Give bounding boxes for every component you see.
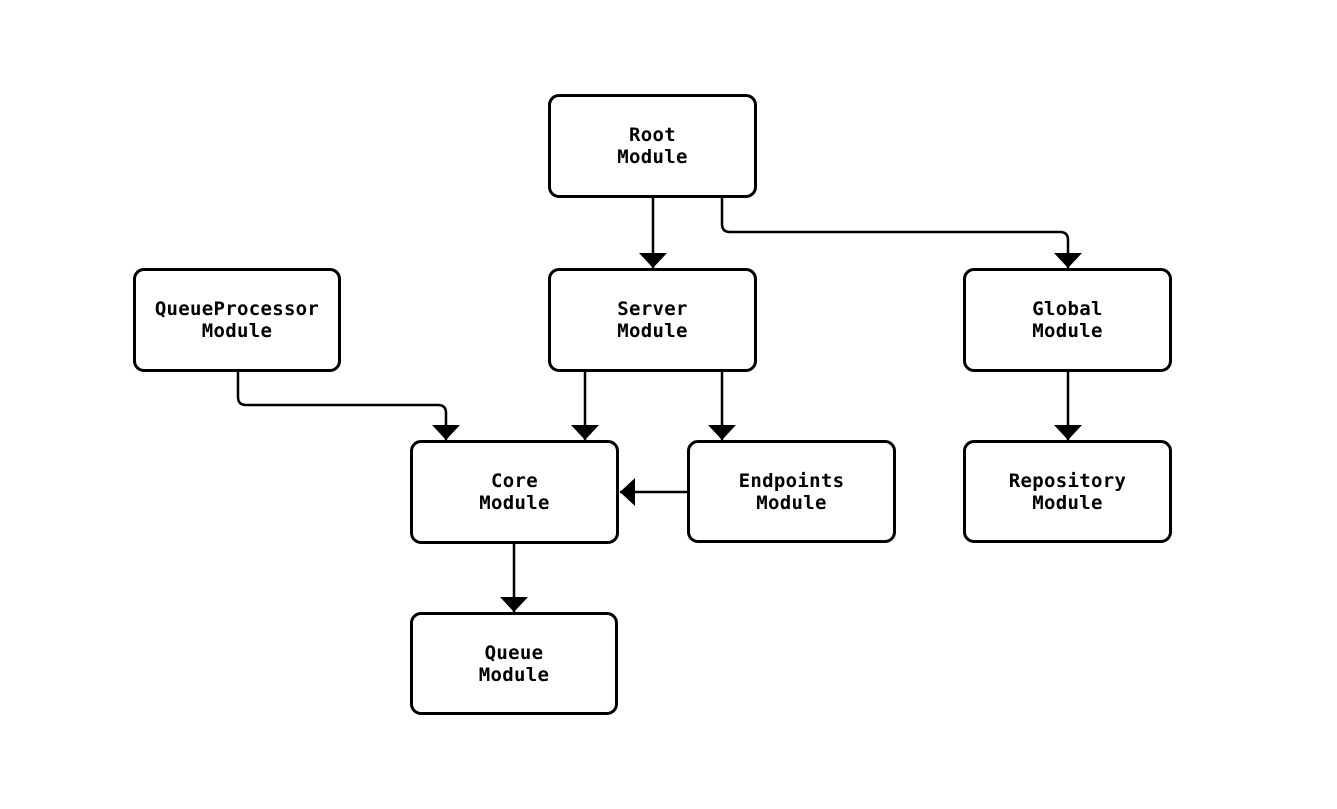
node-label-line: Module bbox=[201, 320, 273, 342]
node-label-line: QueueProcessor bbox=[154, 298, 320, 320]
edge-queueprocessor-to-core bbox=[236, 372, 460, 440]
node-label-line: Module bbox=[617, 320, 688, 342]
node-label-line: Repository bbox=[1008, 469, 1127, 492]
node-label-line: Core bbox=[491, 470, 538, 492]
node-label-line: Queue bbox=[484, 641, 544, 664]
node-label-line: Module bbox=[756, 491, 827, 514]
edge-group bbox=[236, 198, 1082, 612]
node-label-line: Global bbox=[1032, 298, 1103, 320]
node-label-line: Module bbox=[479, 492, 550, 514]
node-label-line: Module bbox=[617, 146, 688, 168]
node-label-line: Root bbox=[629, 124, 676, 146]
edge-root-to-global bbox=[720, 198, 1082, 268]
node-label-line: Server bbox=[617, 298, 688, 320]
node-label-line: Module bbox=[1032, 491, 1103, 514]
node-label-line: Endpoints bbox=[738, 469, 845, 492]
node-label-line: Module bbox=[478, 663, 550, 686]
node-label-line: Module bbox=[1032, 320, 1103, 342]
